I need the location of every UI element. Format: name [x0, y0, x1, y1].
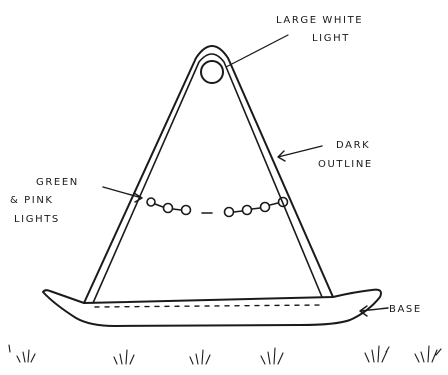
small-light [147, 198, 155, 206]
small-light [164, 204, 173, 213]
base-arrow-icon [360, 306, 388, 316]
small-light [243, 206, 252, 215]
triangle-inner-outline [93, 54, 322, 303]
grass-tuft [365, 346, 389, 362]
grass-tuft [415, 346, 441, 362]
green-pink-lights-label: LIGHTS [14, 214, 60, 225]
grass-tuft [9, 345, 10, 352]
dark-outline-label: OUTLINE [318, 159, 373, 170]
large-white-light-label: LARGE WHITE [276, 15, 363, 26]
dark-outline-label: DARK [336, 140, 370, 151]
grass-tufts [9, 345, 441, 364]
large-white-light [201, 61, 223, 83]
small-light [182, 206, 191, 215]
grass-tuft [261, 348, 283, 364]
small-light [225, 208, 234, 217]
large-white-light-label: LIGHT [312, 33, 350, 44]
base-outline [43, 290, 381, 326]
base-dashed-line [95, 305, 322, 307]
small-light [261, 203, 270, 212]
triangle-outer-outline [84, 46, 333, 303]
large-white-light-leader [226, 35, 288, 67]
green-pink-lights-label: & PINK [10, 195, 54, 206]
green-pink-lights-label: GREEN [36, 177, 79, 188]
grass-tuft [190, 350, 210, 364]
green-pink-lights-row [147, 198, 288, 217]
base-label: BASE [389, 304, 422, 315]
grass-tuft [114, 350, 134, 364]
grass-tuft [17, 350, 35, 362]
dark-outline-arrow-icon [278, 146, 322, 161]
